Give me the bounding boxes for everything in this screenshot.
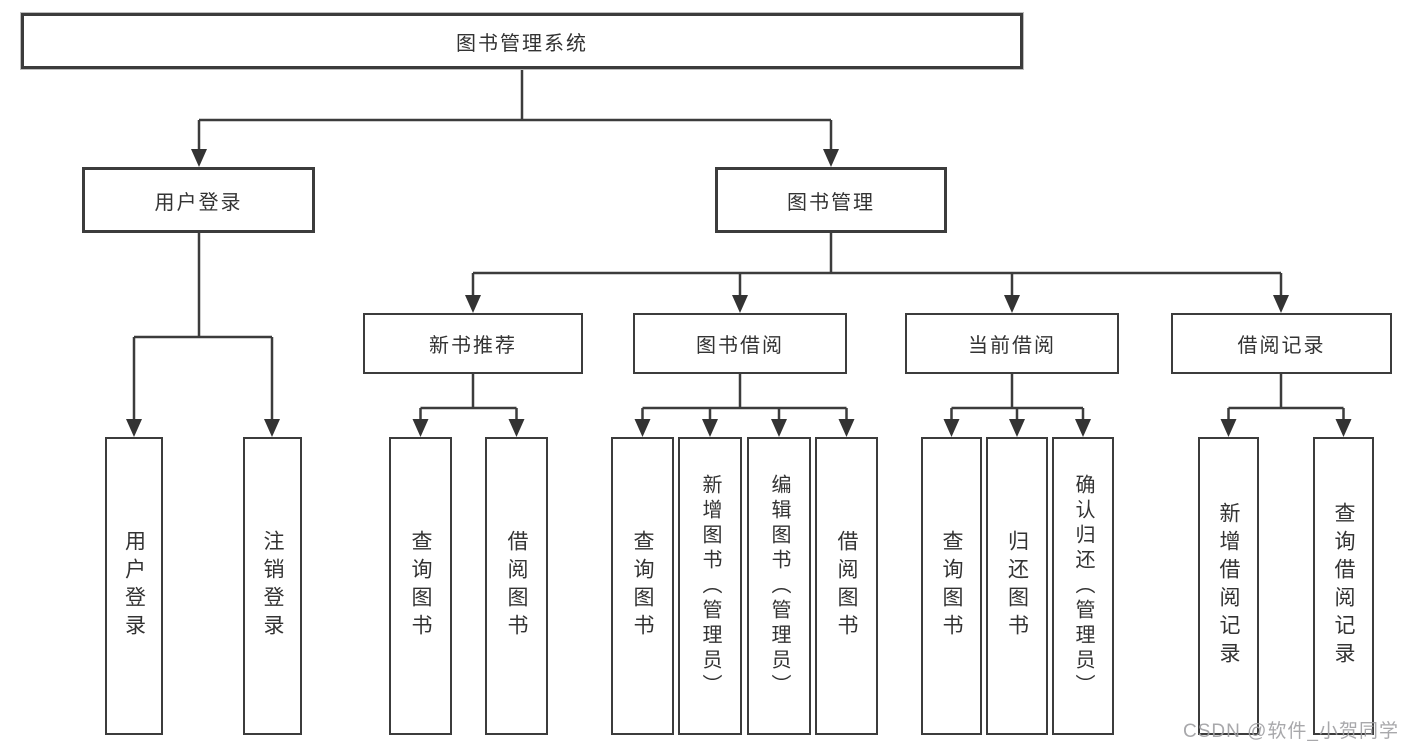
leaf-add-borrow-record: 新增借阅记录 (1198, 437, 1259, 735)
node-label: 借阅图书 (835, 530, 858, 642)
leaf-query-books-borrow: 查询图书 (611, 437, 674, 735)
node-label: 当前借阅 (968, 335, 1056, 357)
node-label: 归还图书 (1005, 530, 1029, 642)
node-label: 新书推荐 (429, 335, 517, 357)
node-label: 新增借阅记录 (1217, 502, 1240, 670)
node-label: 查询图书 (940, 530, 963, 642)
node-book-borrow: 图书借阅 (633, 313, 847, 374)
node-label: 确认归还（管理员） (1072, 473, 1094, 699)
node-book-management: 图书管理 (715, 167, 947, 233)
node-label: 新增图书（管理员） (699, 473, 721, 699)
node-label: 编辑图书（管理员） (768, 473, 790, 699)
node-borrow-records: 借阅记录 (1171, 313, 1392, 374)
leaf-return-books: 归还图书 (986, 437, 1048, 735)
leaf-borrow-books-recommend: 借阅图书 (485, 437, 548, 735)
leaf-query-borrow-record: 查询借阅记录 (1313, 437, 1374, 735)
leaf-add-books-admin: 新增图书（管理员） (678, 437, 742, 735)
leaf-edit-books-admin: 编辑图书（管理员） (747, 437, 811, 735)
leaf-query-books-recommend: 查询图书 (389, 437, 452, 735)
node-label: 用户登录 (154, 191, 243, 214)
leaf-borrow-books: 借阅图书 (815, 437, 878, 735)
leaf-user-login: 用户登录 (105, 437, 163, 735)
node-current-borrow: 当前借阅 (905, 313, 1119, 374)
leaf-logout: 注销登录 (243, 437, 302, 735)
node-label: 借阅图书 (505, 530, 528, 642)
node-label: 查询图书 (631, 530, 654, 642)
node-label: 图书借阅 (696, 335, 784, 357)
leaf-query-books-current: 查询图书 (921, 437, 982, 735)
node-label: 用户登录 (122, 530, 146, 642)
node-library-management-system: 图书管理系统 (21, 13, 1023, 69)
node-label: 图书管理 (787, 191, 875, 214)
node-label: 图书管理系统 (456, 32, 588, 55)
node-label: 借阅记录 (1237, 335, 1326, 357)
connector-paths (132, 69, 1345, 420)
node-label: 查询图书 (409, 530, 432, 642)
csdn-watermark: CSDN @软件_小贺同学 (1183, 721, 1399, 742)
node-label: 查询借阅记录 (1332, 502, 1355, 670)
node-new-book-recommend: 新书推荐 (363, 313, 583, 374)
node-user-login: 用户登录 (82, 167, 315, 233)
node-label: 注销登录 (261, 530, 284, 642)
leaf-confirm-return-admin: 确认归还（管理员） (1052, 437, 1114, 735)
